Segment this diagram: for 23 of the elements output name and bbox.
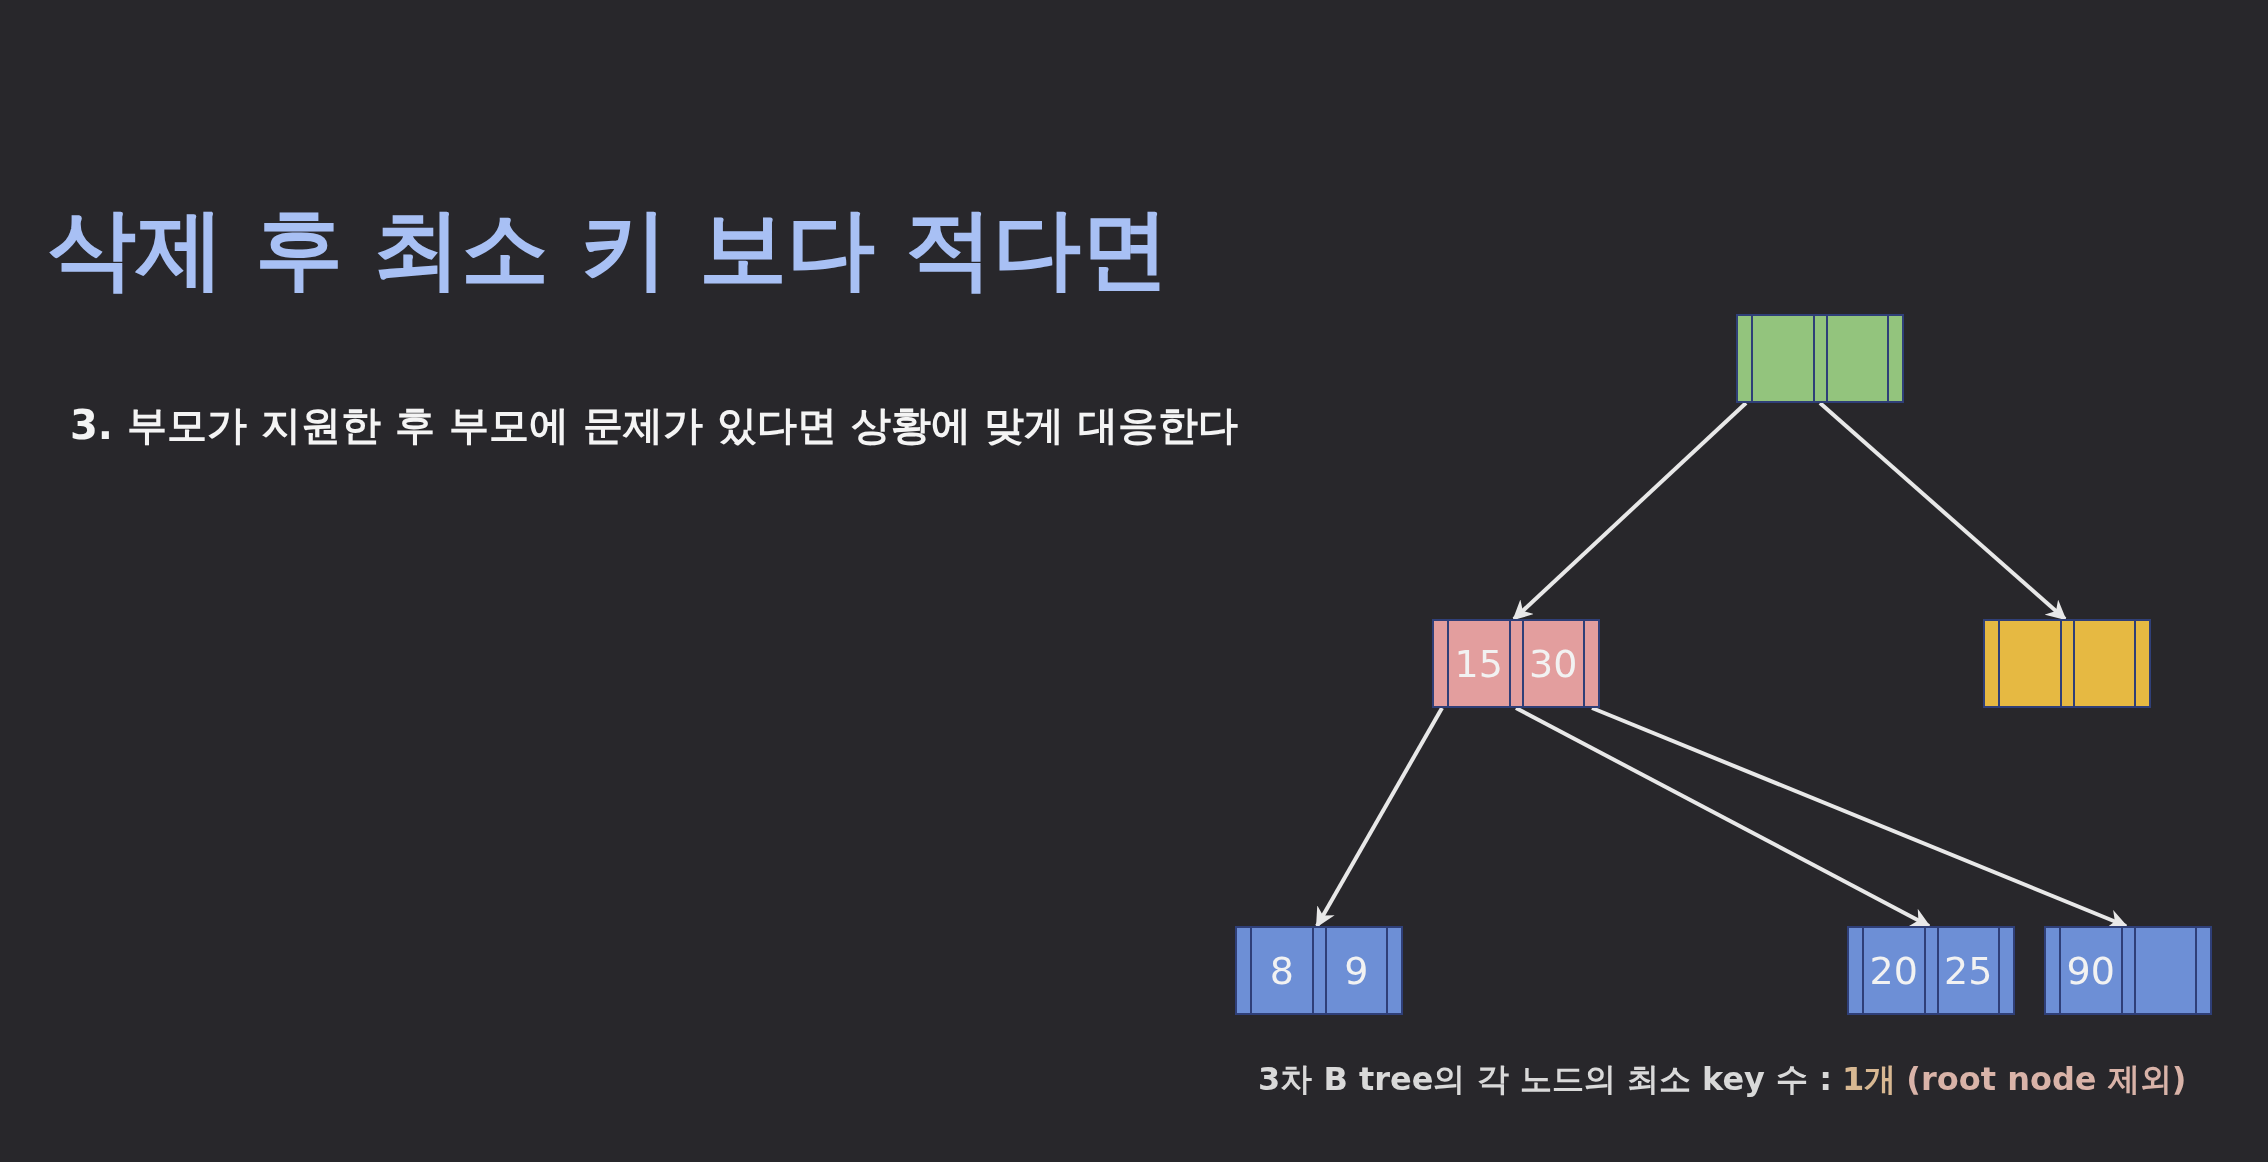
- caption-note: (root node 제외): [1906, 1060, 2187, 1098]
- arrow: [1591, 706, 2128, 929]
- arrow: [1315, 707, 1444, 928]
- caption-text: 3차 B tree의 각 노드의 최소 key 수 :: [1258, 1060, 1833, 1098]
- key-label: 15: [1454, 644, 1503, 683]
- arrow: [1818, 401, 2067, 621]
- key-label: 8: [1269, 951, 1294, 990]
- key-label: 30: [1529, 644, 1578, 683]
- arrow: [1512, 401, 1748, 621]
- key-label: 90: [2066, 951, 2115, 990]
- key-label: 9: [1344, 951, 1369, 990]
- arrow: [1515, 706, 1931, 928]
- key-count: 1개: [1842, 1060, 1897, 1098]
- b-tree-node: [1983, 619, 2151, 708]
- key-label: 25: [1944, 951, 1993, 990]
- title: 삭제 후 최소 키 보다 적다면: [48, 196, 1170, 302]
- b-tree-node: [1432, 619, 1600, 708]
- b-tree-node: [2044, 926, 2212, 1015]
- b-tree-node: [1847, 926, 2015, 1015]
- key-label: 20: [1869, 951, 1918, 990]
- b-tree-node: [1736, 314, 1904, 403]
- subtitle: 3. 부모가 지원한 후 부모에 문제가 있다면 상황에 맞게 대응한다: [70, 401, 1239, 450]
- b-tree-node: [1235, 926, 1403, 1015]
